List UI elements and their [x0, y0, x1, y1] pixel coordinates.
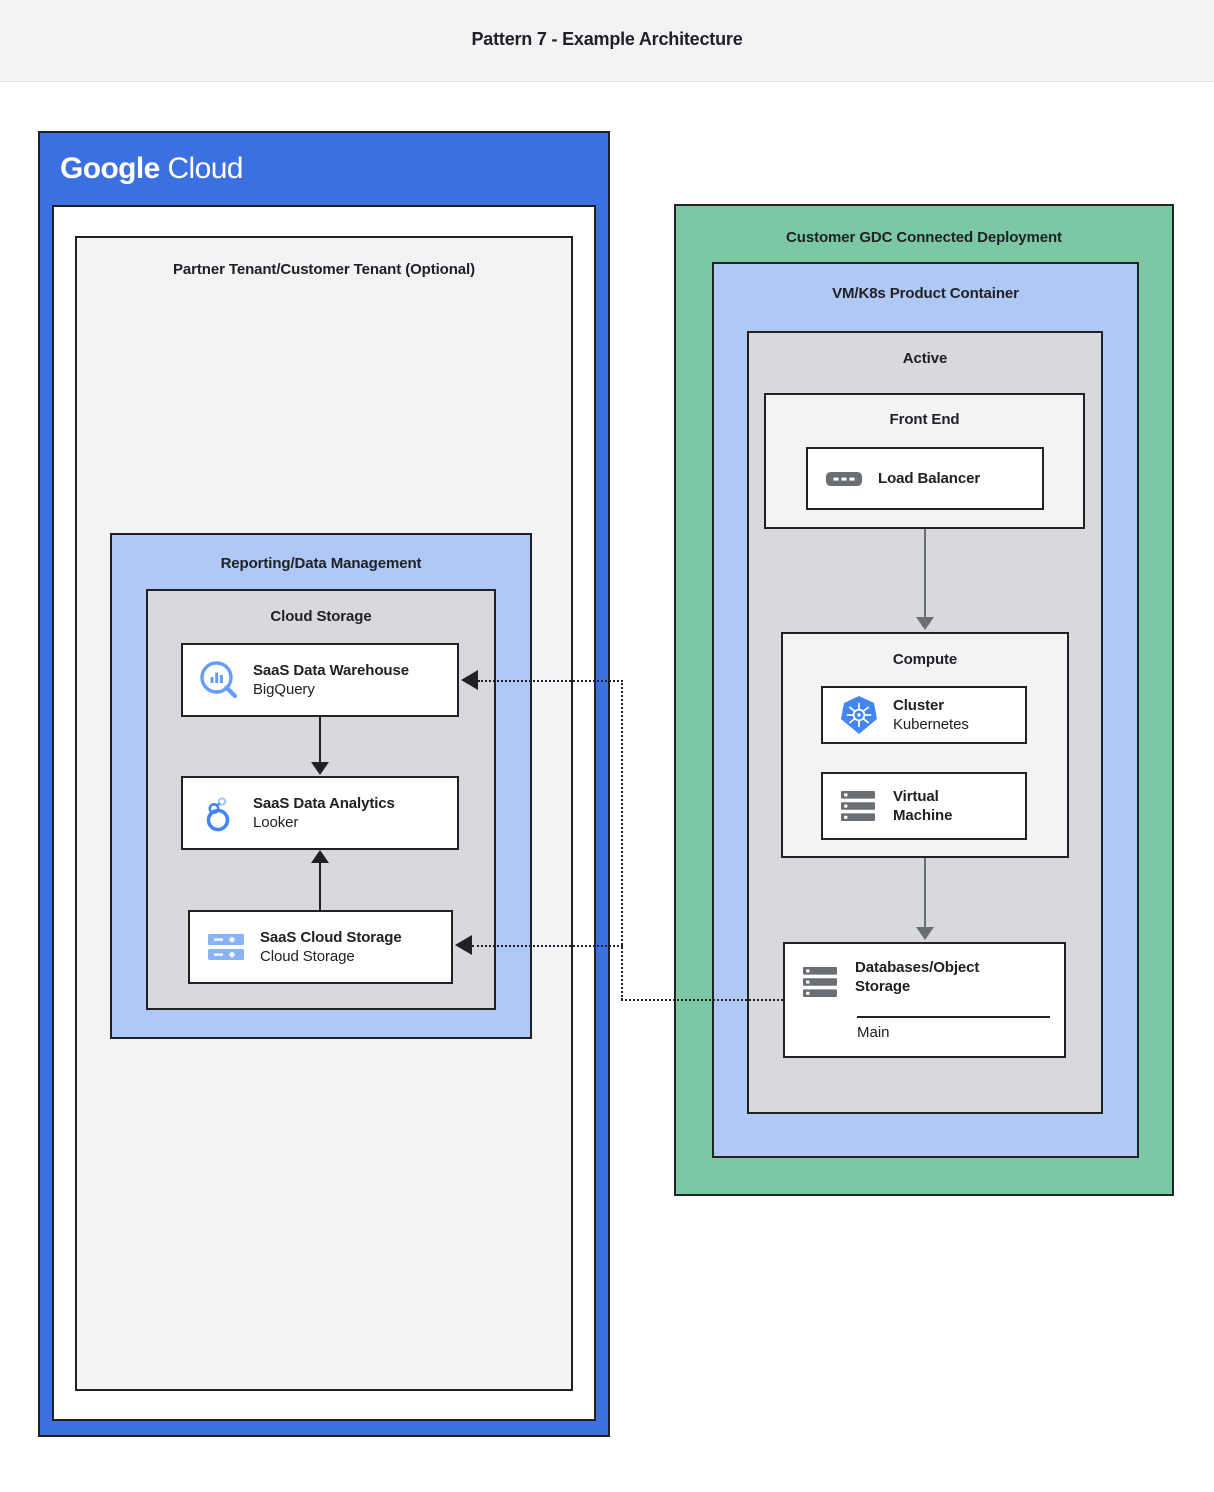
arrow-frontend-to-compute-line	[924, 529, 926, 618]
saas-data-warehouse-card[interactable]: SaaS Data Warehouse BigQuery	[181, 643, 459, 717]
databases-object-storage-text: Databases/Object Storage	[855, 958, 979, 996]
arrow-warehouse-to-analytics-head	[311, 762, 329, 775]
kubernetes-icon	[837, 693, 881, 737]
compute-title: Compute	[892, 651, 958, 668]
virtual-machine-title-line2: Machine	[893, 807, 953, 824]
dotted-branch-to-cloud-storage	[472, 945, 623, 947]
dotted-databases-trunk	[621, 999, 783, 1001]
databases-object-storage-card[interactable]: Databases/Object Storage Main	[783, 942, 1066, 1058]
dotted-branch-to-cloud-storage-arrowhead	[455, 935, 472, 955]
header-bar	[0, 0, 1214, 82]
cluster-text: Cluster Kubernetes	[893, 696, 969, 735]
arrow-storage-to-analytics-head	[311, 850, 329, 863]
vm-k8s-product-container-title: VM/K8s Product Container	[832, 285, 1019, 302]
dotted-branch-to-warehouse	[478, 680, 623, 682]
databases-object-storage-title-line1: Databases/Object	[855, 959, 980, 976]
arrow-compute-to-databases-head	[916, 927, 934, 940]
databases-object-storage-row: Databases/Object Storage	[785, 944, 1064, 1004]
arrow-storage-to-analytics-line	[319, 863, 321, 910]
saas-data-warehouse-subtitle: BigQuery	[253, 680, 315, 698]
databases-object-storage-title-line2: Storage	[855, 978, 911, 995]
virtual-machine-text: Virtual Machine	[893, 787, 952, 825]
reporting-data-management-title: Reporting/Data Management	[220, 555, 422, 572]
saas-cloud-storage-text: SaaS Cloud Storage Cloud Storage	[260, 928, 402, 967]
looker-icon	[197, 791, 241, 835]
cluster-subtitle: Kubernetes	[893, 715, 969, 733]
databases-object-storage-divider	[857, 1016, 1050, 1018]
saas-cloud-storage-subtitle: Cloud Storage	[260, 947, 355, 965]
database-storage-icon	[799, 960, 843, 1004]
active-title: Active	[902, 350, 948, 367]
virtual-machine-card[interactable]: Virtual Machine	[821, 772, 1027, 840]
load-balancer-title: Load Balancer	[878, 470, 981, 487]
front-end-title: Front End	[889, 411, 960, 428]
saas-data-analytics-text: SaaS Data Analytics Looker	[253, 794, 395, 833]
saas-cloud-storage-title: SaaS Cloud Storage	[260, 928, 402, 946]
cloud-storage-title: Cloud Storage	[270, 608, 372, 625]
google-cloud-logo-cloud: Cloud	[167, 152, 243, 185]
dotted-branch-to-warehouse-arrowhead	[461, 670, 478, 690]
databases-object-storage-footer: Main	[857, 1024, 890, 1041]
saas-data-analytics-title: SaaS Data Analytics	[253, 794, 395, 812]
load-balancer-card[interactable]: Load Balancer	[806, 447, 1044, 510]
saas-data-warehouse-title: SaaS Data Warehouse	[253, 661, 409, 679]
customer-gdc-deployment-title: Customer GDC Connected Deployment	[786, 229, 1062, 246]
google-cloud-logo-google: Google	[60, 152, 160, 185]
partner-tenant-title: Partner Tenant/Customer Tenant (Optional…	[172, 261, 476, 278]
saas-data-analytics-card[interactable]: SaaS Data Analytics Looker	[181, 776, 459, 850]
virtual-machine-title-line1: Virtual	[893, 788, 939, 805]
cloud-storage-icon	[204, 925, 248, 969]
google-cloud-logo: Google Cloud	[60, 152, 243, 186]
page-title: Pattern 7 - Example Architecture	[471, 29, 743, 49]
saas-data-analytics-subtitle: Looker	[253, 813, 299, 831]
cluster-kubernetes-card[interactable]: Cluster Kubernetes	[821, 686, 1027, 744]
load-balancer-icon	[822, 457, 866, 501]
load-balancer-text: Load Balancer	[878, 469, 980, 488]
arrow-compute-to-databases-line	[924, 858, 926, 928]
virtual-machine-icon	[837, 784, 881, 828]
bigquery-icon	[197, 658, 241, 702]
dotted-vertical-trunk	[621, 680, 623, 1000]
saas-cloud-storage-card[interactable]: SaaS Cloud Storage Cloud Storage	[188, 910, 453, 984]
cluster-title: Cluster	[893, 696, 944, 714]
arrow-warehouse-to-analytics-line	[319, 717, 321, 763]
saas-data-warehouse-text: SaaS Data Warehouse BigQuery	[253, 661, 409, 700]
arrow-frontend-to-compute-head	[916, 617, 934, 630]
